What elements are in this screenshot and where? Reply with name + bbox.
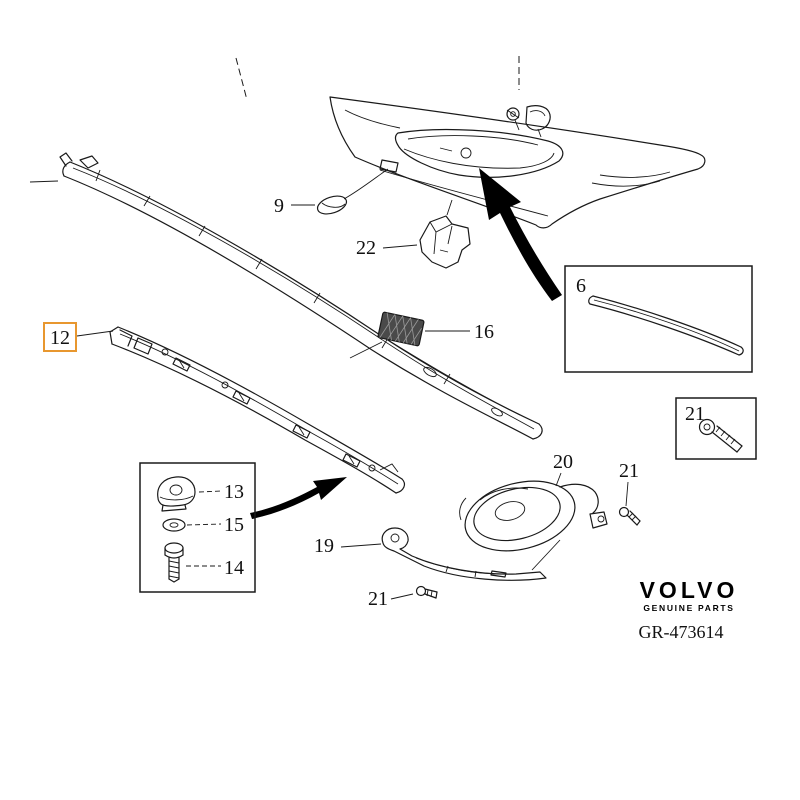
- inset-box-hardware: [139, 462, 256, 593]
- screw-21-bottom: [415, 585, 438, 599]
- leader-13: [198, 490, 222, 493]
- clip-part-13: [157, 476, 196, 512]
- washer-part-15: [162, 518, 186, 532]
- bracket-part-22: [419, 199, 471, 269]
- screw-part-14: [164, 542, 184, 583]
- mesh-mount-leader: [349, 341, 383, 359]
- inset-box-6: [564, 265, 753, 373]
- mesh-part-16: [377, 311, 425, 347]
- screw-part-21: [698, 418, 743, 453]
- pointer-arrow-small: [250, 477, 347, 519]
- bumper-drawing: [329, 96, 706, 229]
- volvo-logo-subtext: GENUINE PARTS: [643, 603, 734, 613]
- spoiler-part-12: [109, 326, 406, 494]
- callout-9: 9: [274, 195, 284, 217]
- callout-leaders: [76, 204, 629, 600]
- callout-21-inset: 21: [685, 403, 705, 425]
- trim-part-6: [588, 295, 744, 356]
- leader-15: [186, 523, 222, 526]
- bracket-part-19: [381, 527, 547, 581]
- callout-22: 22: [356, 237, 376, 259]
- callout-14: 14: [224, 557, 244, 579]
- pointer-arrow-large: [479, 168, 562, 301]
- highlight-box-12: [43, 322, 77, 352]
- volvo-logo: VOLVO: [640, 577, 739, 603]
- fog-lamp-part-20: [459, 480, 608, 571]
- callout-15: 15: [224, 514, 244, 536]
- spoiler-strip-upper: [59, 152, 543, 440]
- screw-21-right: [618, 506, 641, 526]
- callout-12: 12: [50, 327, 70, 349]
- callout-21-right: 21: [619, 460, 639, 482]
- cover-part-9: [316, 168, 389, 215]
- drawing-number: GR-473614: [639, 622, 724, 642]
- construction-lines: [29, 56, 520, 183]
- callout-13: 13: [224, 481, 244, 503]
- callout-20: 20: [553, 451, 573, 473]
- callout-19: 19: [314, 535, 334, 557]
- callout-21-bottom: 21: [368, 588, 388, 610]
- callout-16: 16: [474, 321, 494, 343]
- inset-box-21: [675, 397, 757, 460]
- top-clip-and-screw: [506, 105, 551, 138]
- brand-block: VOLVO GENUINE PARTS GR-473614: [639, 577, 739, 642]
- callout-6: 6: [576, 275, 586, 297]
